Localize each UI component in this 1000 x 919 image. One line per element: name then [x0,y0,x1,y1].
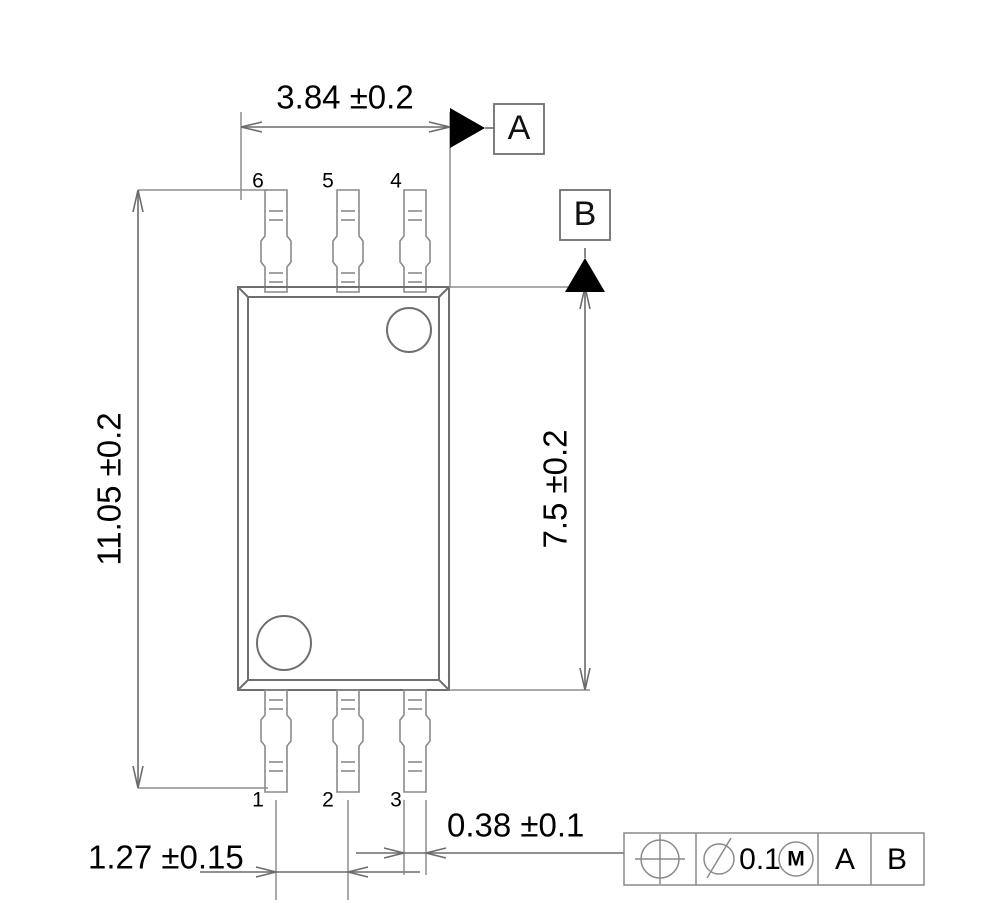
position-symbol-icon [635,834,685,884]
tolerance-compartment: 0.1 M [703,837,814,879]
dim-width-top-label: 3.84 ±0.2 [276,79,413,116]
datum-b-box [559,189,611,241]
body-marking-circle-top-right [386,307,432,353]
dimension-body-height: 7.5 ±0.2 [449,286,591,691]
datum-feature-a: A [450,103,545,155]
datum-b-label: B [574,195,597,233]
datum-b-triangle [565,258,605,292]
pin-label-1: 1 [252,789,264,812]
dimension-lead-width: 0.38 ±0.1 [356,800,624,875]
pin-label-4: 4 [390,170,402,193]
mmc-letter: M [787,848,805,871]
dim-body-height-label: 7.5 ±0.2 [537,429,574,548]
dim-lead-width-label: 0.38 ±0.1 [447,807,584,844]
pin-label-5: 5 [322,170,334,193]
datum-a-triangle [450,108,485,148]
mmc-modifier-icon: M [778,841,814,877]
feature-control-frame: 0.1 M A B [623,832,925,886]
datum-a-box [493,103,545,155]
datum-a-label: A [508,109,531,147]
pin-label-3: 3 [390,789,402,812]
fcf-secondary-datum: B [887,843,907,876]
fcf-primary-datum: A [835,843,855,876]
dim-lead-pitch-label: 1.27 ±0.15 [88,839,244,876]
pin-label-2: 2 [322,789,334,812]
datum-feature-b: B [559,189,611,292]
dimension-height-overall: 11.05 ±0.2 [91,189,268,789]
pin-label-6: 6 [252,170,264,193]
dim-height-overall-label: 11.05 ±0.2 [91,412,128,565]
diameter-symbol-icon [703,837,735,879]
tolerance-value: 0.1 [739,843,781,876]
dimension-lead-pitch: 1.27 ±0.15 [88,800,420,900]
body-marking-circle-bottom-left [256,615,312,671]
